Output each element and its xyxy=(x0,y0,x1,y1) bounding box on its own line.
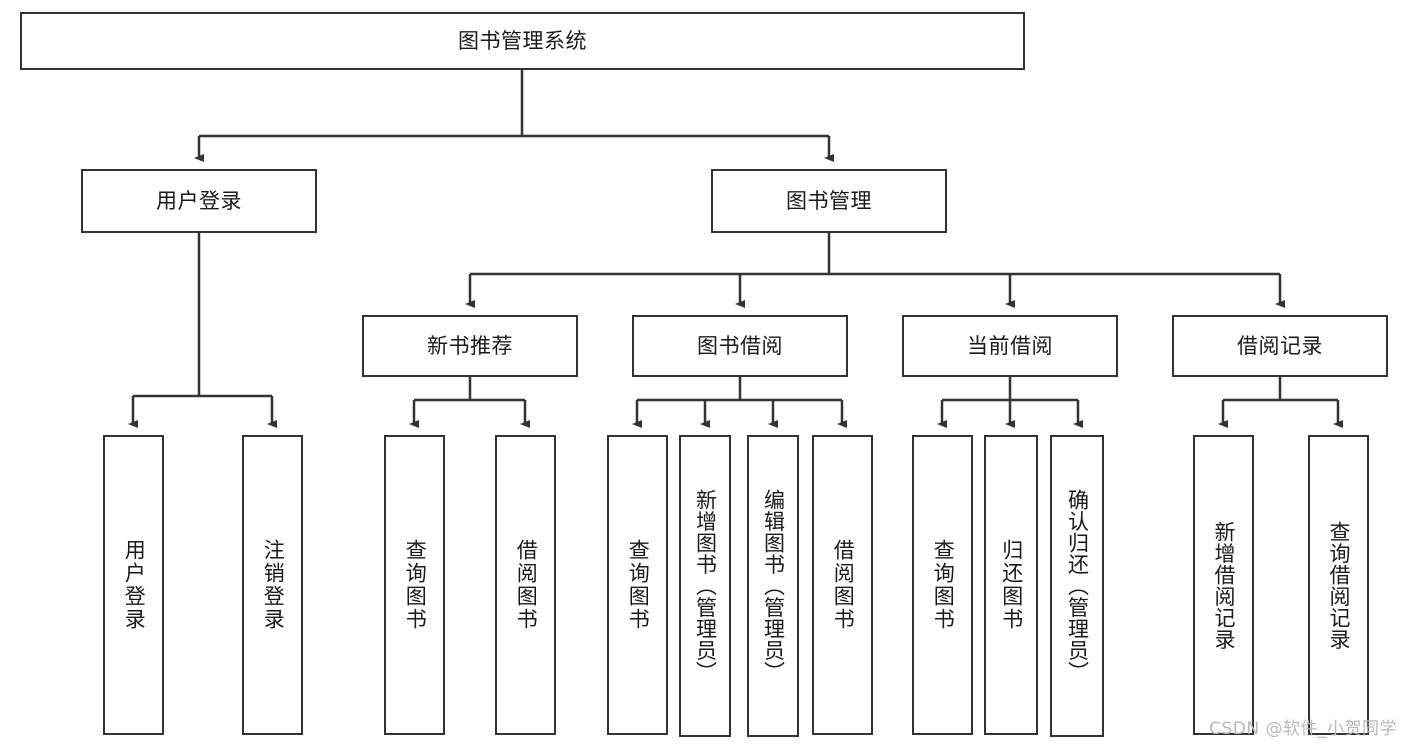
node-leaf-user-login[interactable]: 用户登录 xyxy=(103,435,164,735)
node-leaf-confirm-return-admin[interactable]: 确认归还（管理员） xyxy=(1050,435,1104,737)
node-label: 新增图书（管理员） xyxy=(693,489,718,683)
node-borrow-record[interactable]: 借阅记录 xyxy=(1172,315,1388,377)
node-leaf-query-book-recommend[interactable]: 查询图书 xyxy=(384,435,445,735)
node-current-borrow[interactable]: 当前借阅 xyxy=(902,315,1118,377)
node-label: 查询图书 xyxy=(626,539,651,631)
node-leaf-query-book-borrow[interactable]: 查询图书 xyxy=(607,435,668,735)
node-root-system[interactable]: 图书管理系统 xyxy=(20,12,1025,70)
node-label: 编辑图书（管理员） xyxy=(761,489,786,683)
node-leaf-borrow-book-recommend[interactable]: 借阅图书 xyxy=(495,435,556,735)
node-leaf-add-borrow-record[interactable]: 新增借阅记录 xyxy=(1193,435,1254,735)
node-leaf-borrow-book[interactable]: 借阅图书 xyxy=(812,435,873,735)
node-book-borrow[interactable]: 图书借阅 xyxy=(632,315,848,377)
node-label: 确认归还（管理员） xyxy=(1065,489,1090,683)
node-user-login[interactable]: 用户登录 xyxy=(81,169,317,233)
node-label: 图书管理 xyxy=(786,188,872,213)
node-label: 用户登录 xyxy=(122,539,147,631)
node-label: 新增借阅记录 xyxy=(1212,520,1237,650)
node-label: 用户登录 xyxy=(156,188,242,213)
node-label: 查询图书 xyxy=(931,539,956,631)
node-label: 图书借阅 xyxy=(697,333,783,358)
node-leaf-add-book-admin[interactable]: 新增图书（管理员） xyxy=(679,435,731,737)
node-label: 查询借阅记录 xyxy=(1327,520,1352,650)
node-label: 借阅图书 xyxy=(831,539,856,631)
node-label: 借阅图书 xyxy=(514,539,539,631)
node-new-book-recommend[interactable]: 新书推荐 xyxy=(362,315,578,377)
node-label: 查询图书 xyxy=(403,539,428,631)
node-book-management[interactable]: 图书管理 xyxy=(711,169,947,233)
node-leaf-query-borrow-record[interactable]: 查询借阅记录 xyxy=(1308,435,1369,735)
node-label: 图书管理系统 xyxy=(458,28,587,53)
watermark-text: CSDN @软件_小贺同学 xyxy=(1209,719,1397,739)
node-leaf-logout[interactable]: 注销登录 xyxy=(242,435,303,735)
node-label: 新书推荐 xyxy=(427,333,513,358)
node-label: 当前借阅 xyxy=(967,333,1053,358)
node-label: 注销登录 xyxy=(261,539,286,631)
node-leaf-query-book-current[interactable]: 查询图书 xyxy=(912,435,973,735)
node-leaf-edit-book-admin[interactable]: 编辑图书（管理员） xyxy=(747,435,799,737)
node-label: 归还图书 xyxy=(999,539,1024,631)
node-label: 借阅记录 xyxy=(1237,333,1323,358)
node-leaf-return-book[interactable]: 归还图书 xyxy=(984,435,1038,735)
